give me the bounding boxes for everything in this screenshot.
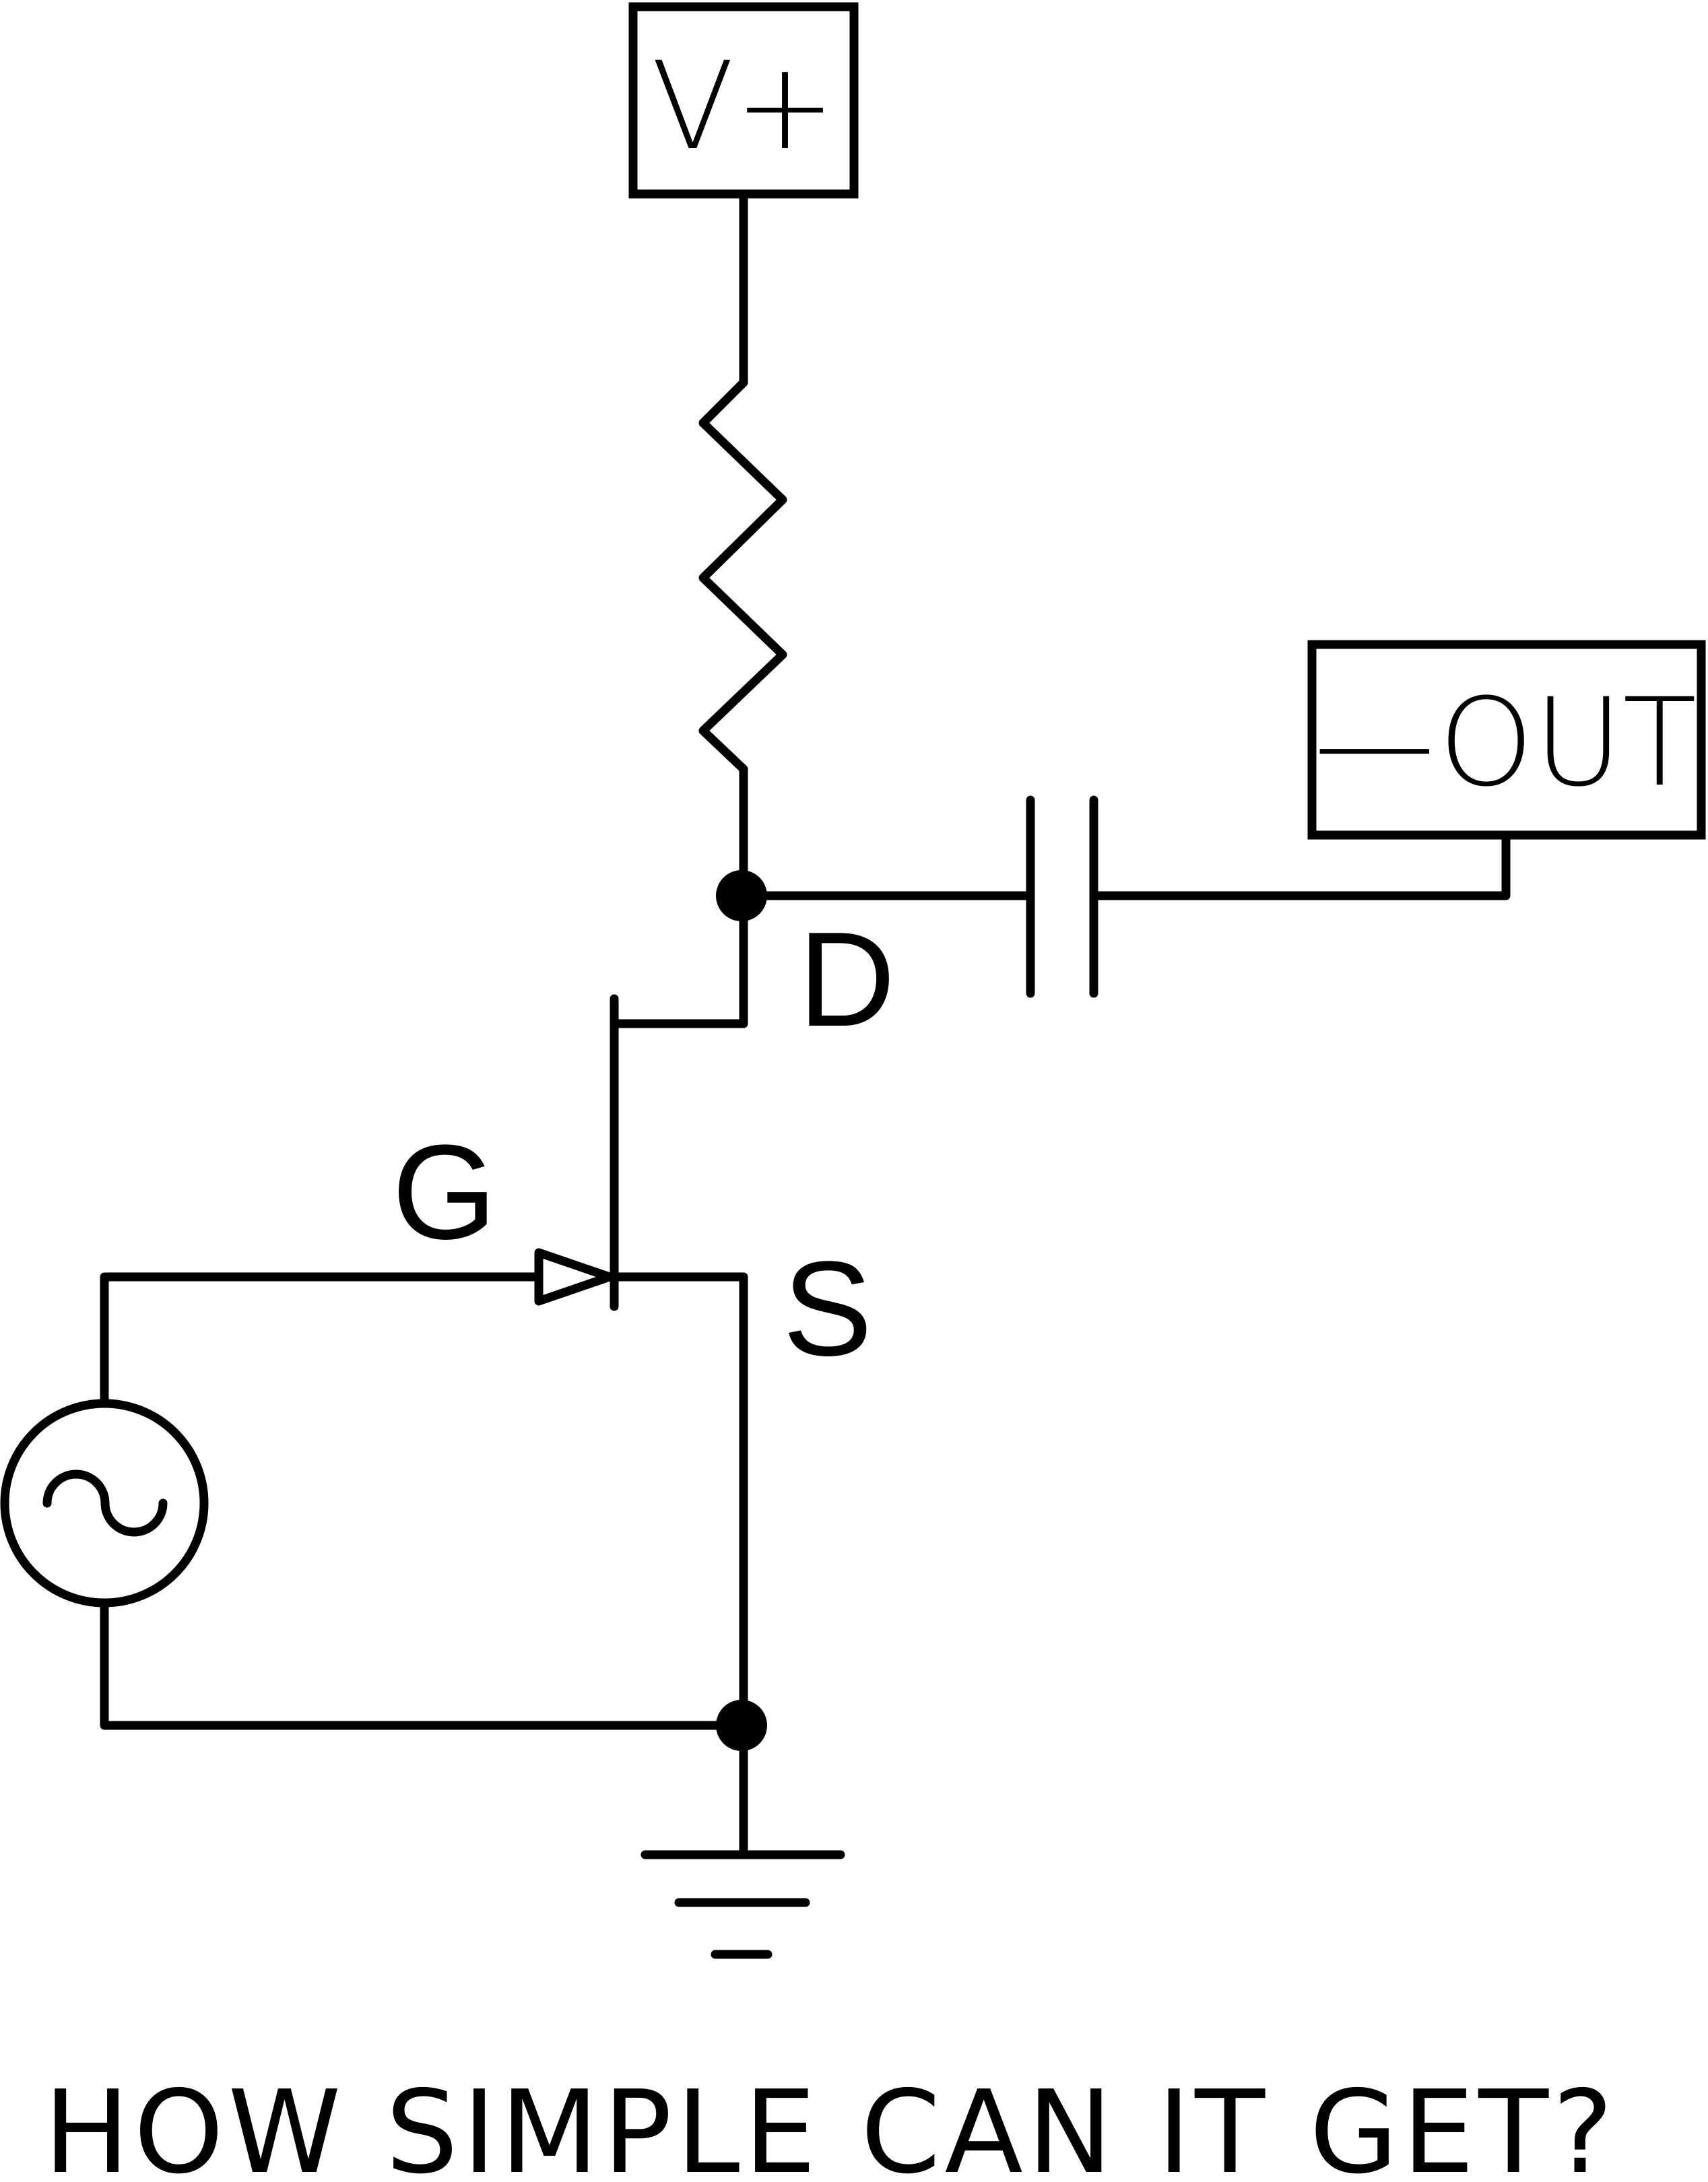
resistor — [698, 378, 787, 774]
gate-arrow — [534, 1248, 614, 1306]
out-label: —OUT — [1314, 673, 1697, 814]
wire-gate — [100, 1272, 544, 1407]
wire-source — [610, 1272, 748, 1730]
caption: HOW SIMPLE CAN IT GET? — [44, 2066, 1618, 2182]
drain-label: D — [798, 904, 895, 1055]
sine-wave-icon — [42, 1469, 168, 1537]
vplus-label: V+ — [651, 36, 836, 177]
out-box — [1307, 640, 1706, 840]
wire-source-ground — [100, 1598, 746, 1730]
source-label: S — [783, 1234, 872, 1384]
wire-drain-lead — [610, 891, 748, 1028]
gate-label: G — [392, 1117, 497, 1267]
wire-capacitor-out — [1089, 830, 1511, 900]
